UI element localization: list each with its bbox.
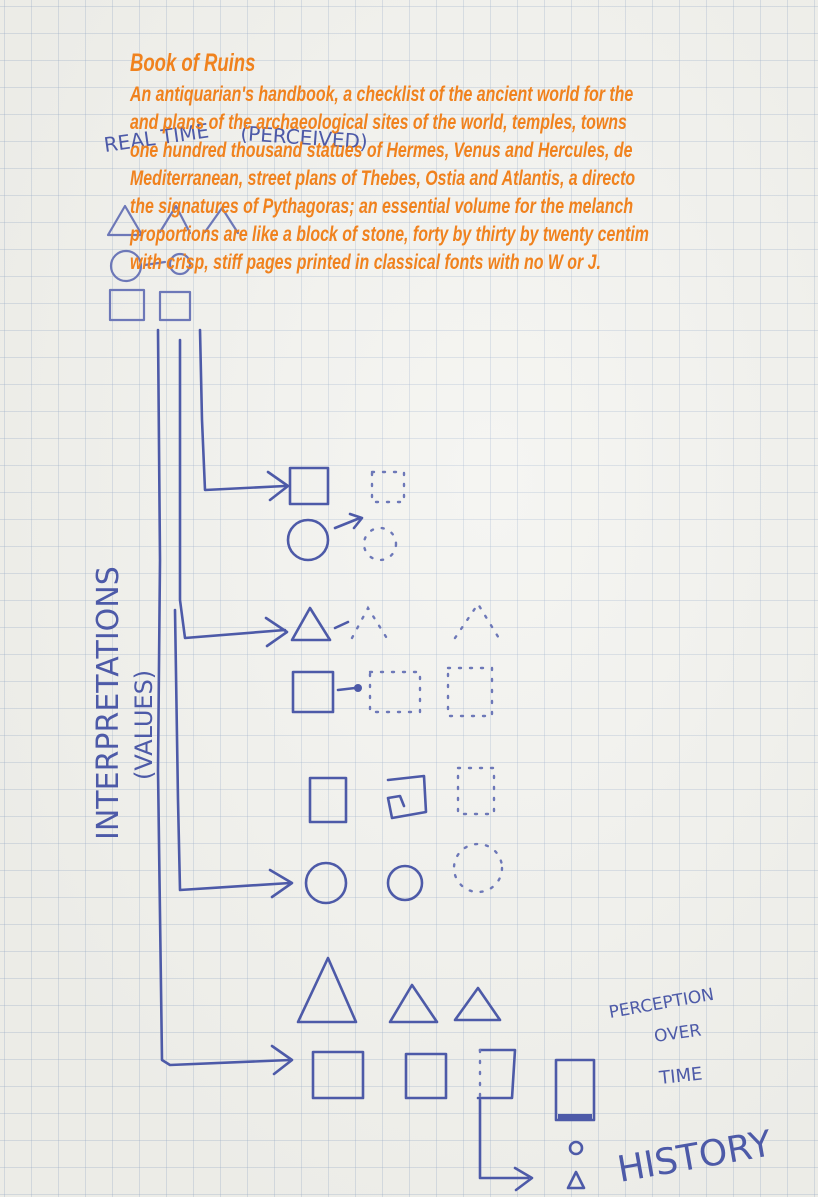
book-description: Book of Ruins An antiquarian's handbook,…: [130, 48, 648, 276]
description-line: proportions are like a block of stone, f…: [130, 220, 648, 248]
description-line: and plans of the archaeological sites of…: [130, 108, 648, 136]
description-line: the signatures of Pythagoras; an essenti…: [130, 192, 648, 220]
description-line: with crisp, stiff pages printed in class…: [130, 248, 648, 276]
description-line: An antiquarian's handbook, a checklist o…: [130, 80, 648, 108]
description-line: Mediterranean, street plans of Thebes, O…: [130, 164, 648, 192]
book-title: Book of Ruins: [130, 48, 648, 78]
description-line: one hundred thousand statues of Hermes, …: [130, 136, 648, 164]
